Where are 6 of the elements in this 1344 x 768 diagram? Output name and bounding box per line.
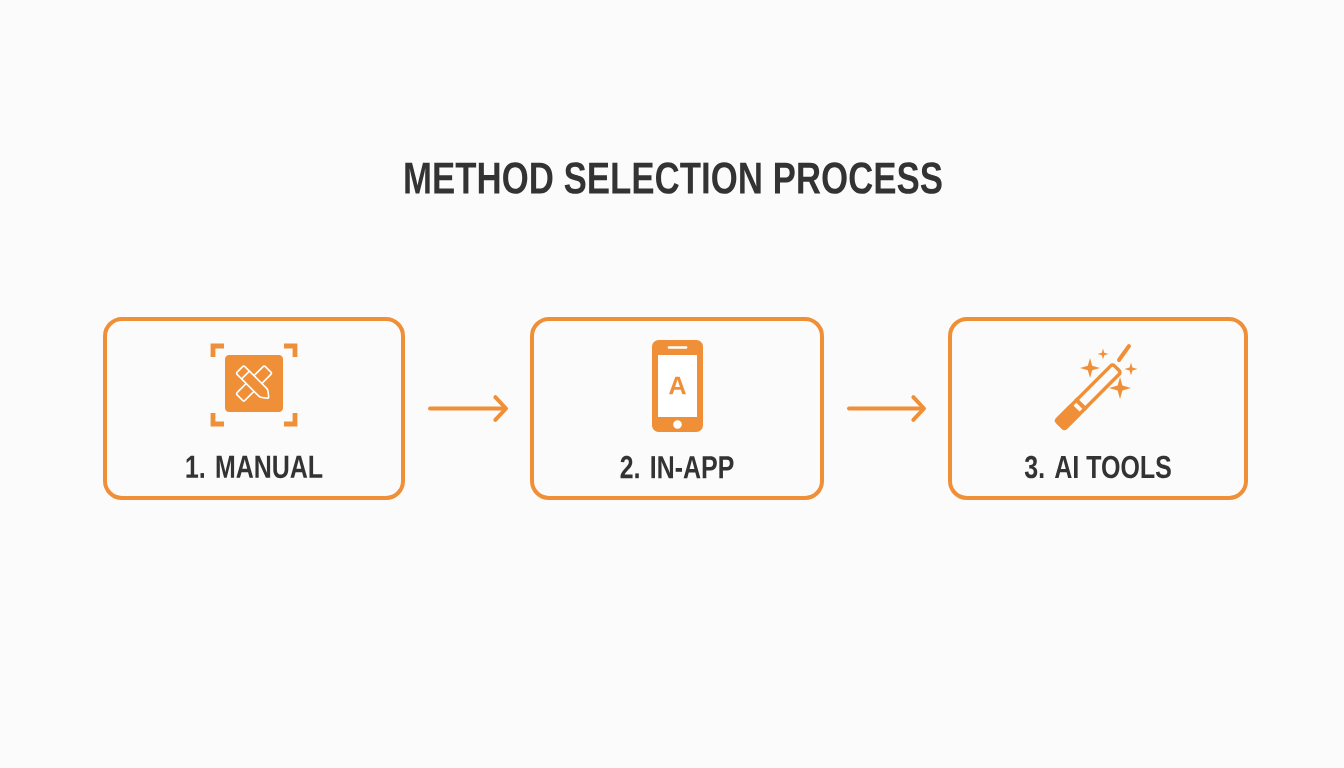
arrow (428, 395, 508, 422)
screen-letter: A (669, 376, 686, 395)
process-box: 1. MANUAL (103, 317, 405, 500)
process-box: 3. AI TOOLS (948, 317, 1248, 500)
title: METHOD SELECTION PROCESS (405, 162, 942, 194)
arrow (847, 395, 926, 422)
